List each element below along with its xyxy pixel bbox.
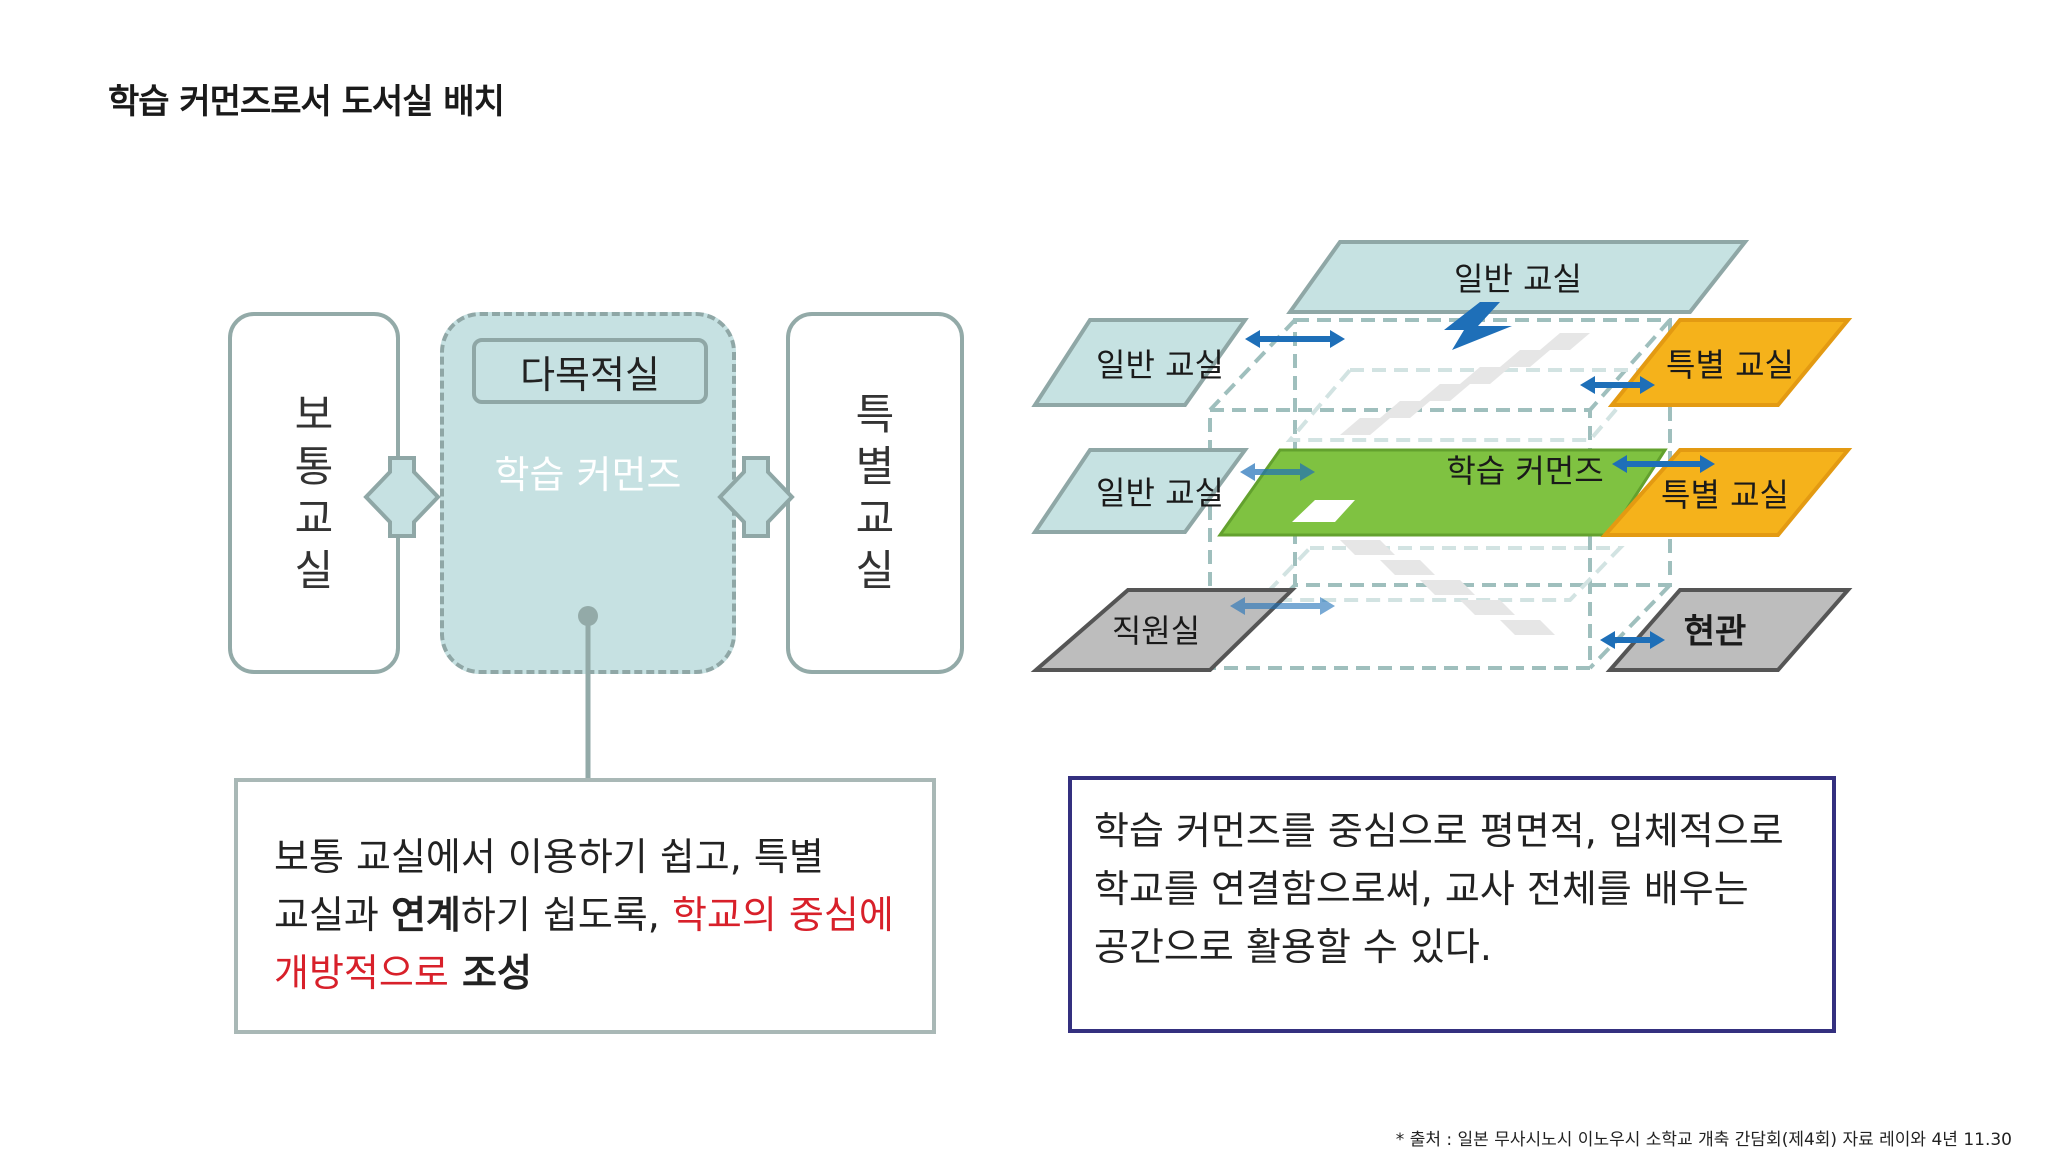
panel-special-classroom-upper <box>1607 318 1853 407</box>
right-description-box: 학습 커먼즈를 중심으로 평면적, 입체적으로 학교를 연결함으로써, 교사 전… <box>1068 776 1836 1033</box>
special-classroom-box: 특별교실 <box>786 312 964 674</box>
left-description-box: 보통 교실에서 이용하기 쉽고, 특별 교실과 연계하기 쉽도록, 학교의 중심… <box>234 778 936 1034</box>
label-special-classroom-mid: 특별 교실 <box>1661 476 1789 514</box>
label-general-classroom-top: 일반 교실 <box>1454 260 1582 298</box>
left-text-bold-create: 조성 <box>448 951 532 995</box>
double-arrow-icon <box>1230 597 1335 615</box>
building-volume <box>1208 318 1672 670</box>
left-text-red-open: 개방적으로 <box>274 951 449 995</box>
multipurpose-room-label: 다목적실 <box>472 338 708 404</box>
panel-entrance <box>1605 588 1853 672</box>
left-text-line3: 개방적으로 조성 <box>274 944 902 1002</box>
left-text-part: 교실과 <box>274 893 391 937</box>
right-text-line2: 학교를 연결함으로써, 교사 전체를 배우는 <box>1094 867 1749 911</box>
label-staff-room: 직원실 <box>1112 612 1200 650</box>
left-text-bold-link: 연계 <box>390 893 461 937</box>
commons-opening <box>1292 500 1355 522</box>
double-arrow-icon <box>1245 330 1345 348</box>
left-text-line1: 보통 교실에서 이용하기 쉽고, 특별 <box>274 835 824 879</box>
double-arrow-icon <box>1240 463 1315 481</box>
stair-arrow-icon <box>1444 302 1512 350</box>
learning-commons-label: 학습 커먼즈 <box>494 453 682 497</box>
panel-general-classroom-top <box>1286 240 1750 314</box>
page-title: 학습 커먼즈로서 도서실 배치 <box>108 82 505 122</box>
stair-blocks <box>1340 333 1590 635</box>
label-general-classroom-upper: 일반 교실 <box>1096 346 1224 384</box>
double-arrow-icon <box>1580 376 1655 394</box>
source-footnote: * 출처 : 일본 무사시노시 이노우시 소학교 개축 간담회(제4회) 자료 … <box>1395 1130 2012 1150</box>
double-arrow-icon <box>1600 631 1665 649</box>
right-text-line3: 공간으로 활용할 수 있다. <box>1094 925 1492 969</box>
connection-arrows <box>1230 330 1715 649</box>
label-special-classroom-upper: 특별 교실 <box>1666 346 1794 384</box>
label-learning-commons: 학습 커먼즈 <box>1446 452 1603 490</box>
panel-general-classroom-mid <box>1031 448 1249 534</box>
special-classroom-label: 특별교실 <box>855 390 895 595</box>
left-text-red-center: 학교의 중심에 <box>671 893 894 937</box>
panel-special-classroom-mid <box>1600 448 1853 537</box>
label-general-classroom-mid: 일반 교실 <box>1096 474 1224 512</box>
regular-classroom-label: 보통교실 <box>294 390 334 595</box>
right-text-line1: 학습 커먼즈를 중심으로 평면적, 입체적으로 <box>1094 809 1784 853</box>
panel-staff-room <box>1030 588 1297 672</box>
left-text-line2: 교실과 연계하기 쉽도록, 학교의 중심에 <box>274 886 902 944</box>
double-arrow-icon <box>1612 455 1715 473</box>
panel-general-classroom-upper <box>1031 318 1249 407</box>
label-entrance: 현관 <box>1684 612 1747 652</box>
left-text-part: 하기 쉽도록, <box>460 893 672 937</box>
